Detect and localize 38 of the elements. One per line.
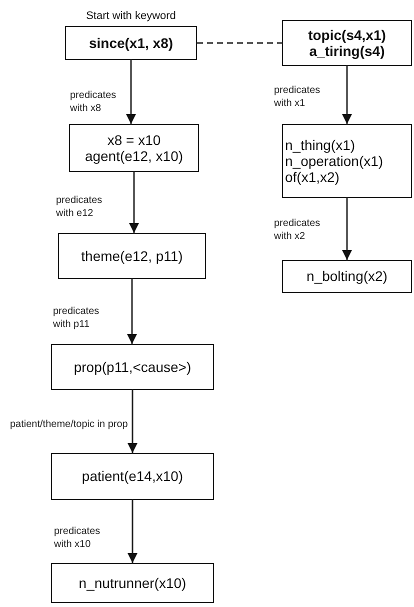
predicate-text: topic(s4,x1) (308, 26, 386, 43)
predicate-text: a_tiring(s4) (309, 43, 385, 60)
predicate-text: x8 = x10 (107, 132, 161, 148)
arrow (129, 172, 139, 233)
predicate-text: since(x1, x8) (88, 34, 174, 52)
edge-label: predicates with x8 (70, 90, 118, 115)
predicate-text: n_thing(x1) (285, 136, 356, 153)
predicate-box (51, 344, 214, 390)
predicate-text: patient(e14,x10) (82, 468, 184, 485)
arrow (128, 500, 138, 563)
predicate-box (282, 260, 412, 293)
predicate-box (58, 233, 206, 279)
node-caption: Start with keyword (86, 10, 176, 22)
arrow (126, 60, 136, 124)
predicate-box (65, 26, 197, 60)
dashed-connector (197, 42, 282, 44)
predicate-text: n_nutrunner(x10) (78, 574, 186, 592)
predicate-text: prop(p11,<cause>) (74, 358, 192, 376)
predicate-text: n_bolting(x2) (306, 268, 388, 285)
edge-label: predicates with x10 (54, 526, 102, 551)
predicate-text: theme(e12, p11) (81, 248, 183, 264)
arrow (127, 279, 137, 344)
predicate-box (282, 124, 412, 198)
edge-label: predicates with x2 (274, 218, 322, 243)
arrow (128, 390, 138, 453)
predicate-box (51, 453, 214, 500)
arrow (342, 198, 352, 260)
edge-label: patient/theme/topic in prop (10, 419, 129, 432)
predicate-text: n_operation(x1) (285, 152, 384, 170)
predicate-box (69, 124, 199, 172)
predicate-box (51, 563, 214, 603)
arrow (342, 66, 352, 124)
predicate-box (282, 20, 412, 66)
predicate-text: agent(e12, x10) (84, 148, 184, 164)
edge-label: predicates with p11 (53, 306, 100, 331)
predicate-text: of(x1,x2) (285, 169, 340, 186)
edge-label: predicates with x1 (274, 85, 322, 110)
edge-label: predicates with e12 (56, 195, 104, 220)
